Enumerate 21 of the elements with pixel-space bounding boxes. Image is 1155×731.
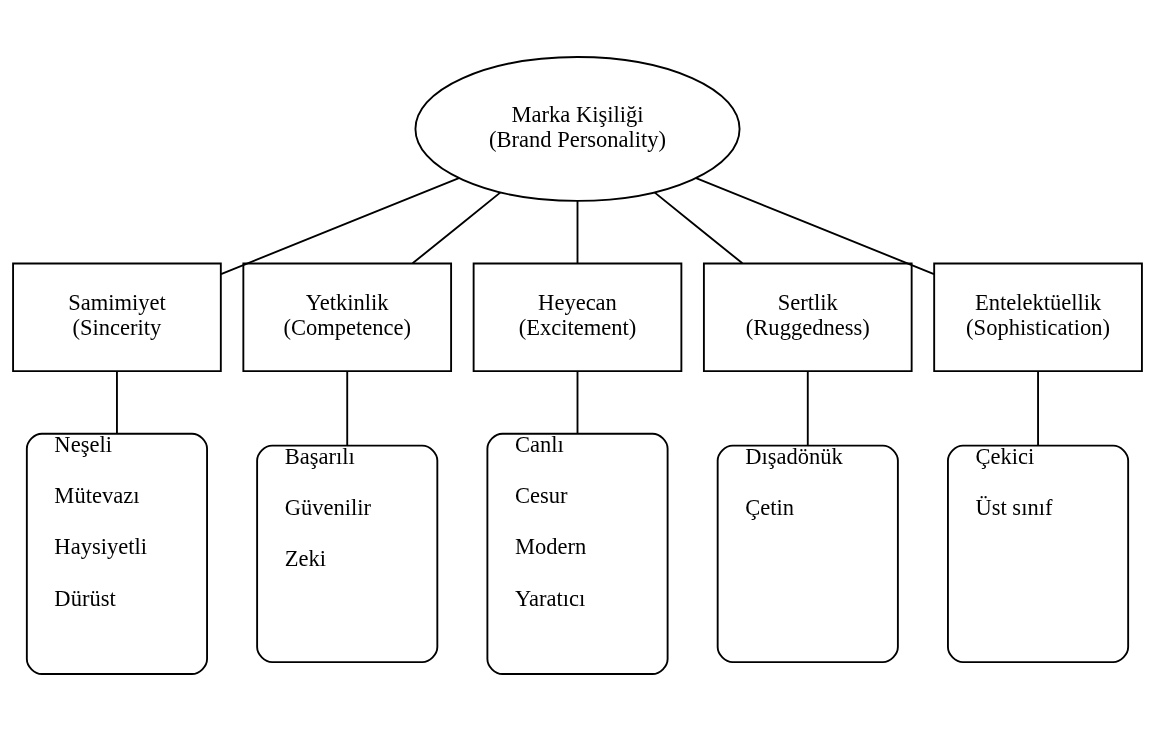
connector bbox=[220, 177, 460, 275]
node-box: Çekici Üst sınıf bbox=[947, 444, 1130, 664]
connector bbox=[695, 177, 935, 275]
node-box: Neşeli Mütevazı Haysiyetli Dürüst bbox=[25, 432, 208, 675]
node-box: Yetkinlik (Competence) bbox=[242, 262, 453, 373]
node-box: Dışadönük Çetin bbox=[716, 444, 899, 664]
node-box: Canlı Cesur Modern Yaratıcı bbox=[486, 432, 669, 675]
connector bbox=[1037, 370, 1039, 447]
node-box: Samimiyet (Sincerity bbox=[12, 262, 222, 373]
node-box: Sertlik (Ruggedness) bbox=[702, 262, 913, 373]
connector bbox=[346, 370, 349, 447]
connector bbox=[806, 370, 809, 447]
connector bbox=[576, 200, 579, 265]
connector bbox=[411, 191, 502, 265]
connector bbox=[576, 370, 579, 435]
connector bbox=[653, 191, 744, 265]
node-box: Entelektüellik (Sophistication) bbox=[933, 262, 1143, 373]
node-box: Heyecan (Excitement) bbox=[472, 262, 683, 373]
node-ellipse: Marka Kişiliği (Brand Personality) bbox=[414, 56, 741, 202]
node-box: Başarılı Güvenilir Zeki bbox=[256, 444, 439, 664]
connector bbox=[116, 370, 118, 435]
